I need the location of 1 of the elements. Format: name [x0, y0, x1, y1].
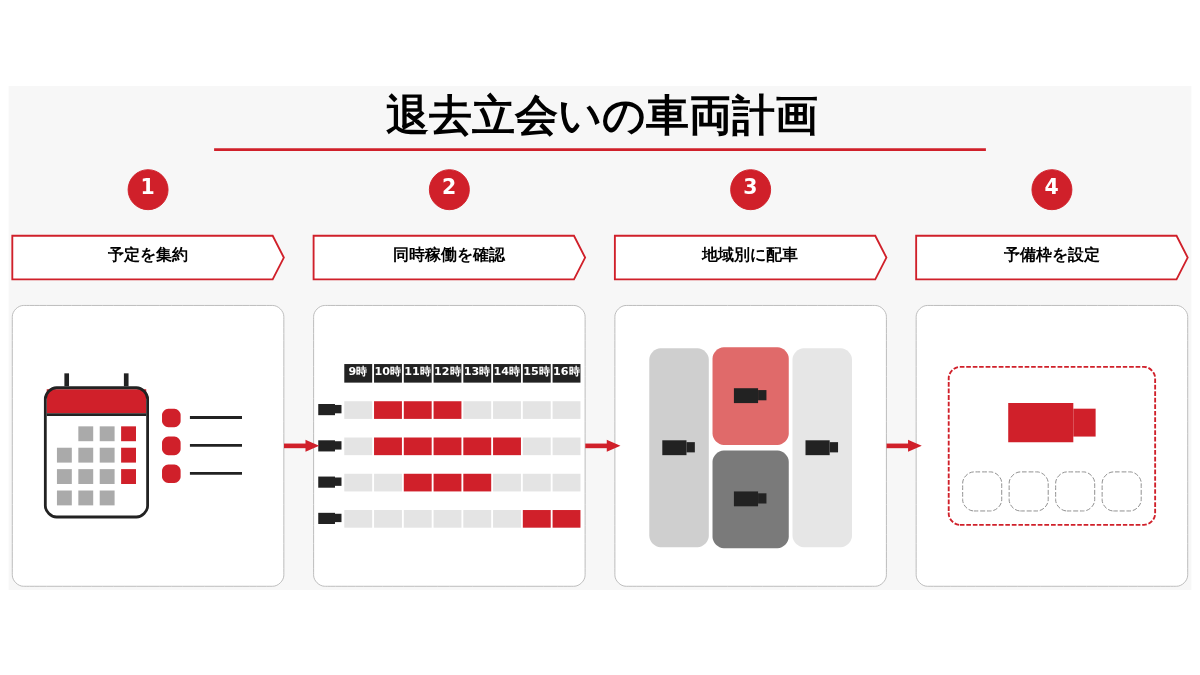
diagram-title: 退去立会いの車両計画 [385, 89, 818, 140]
